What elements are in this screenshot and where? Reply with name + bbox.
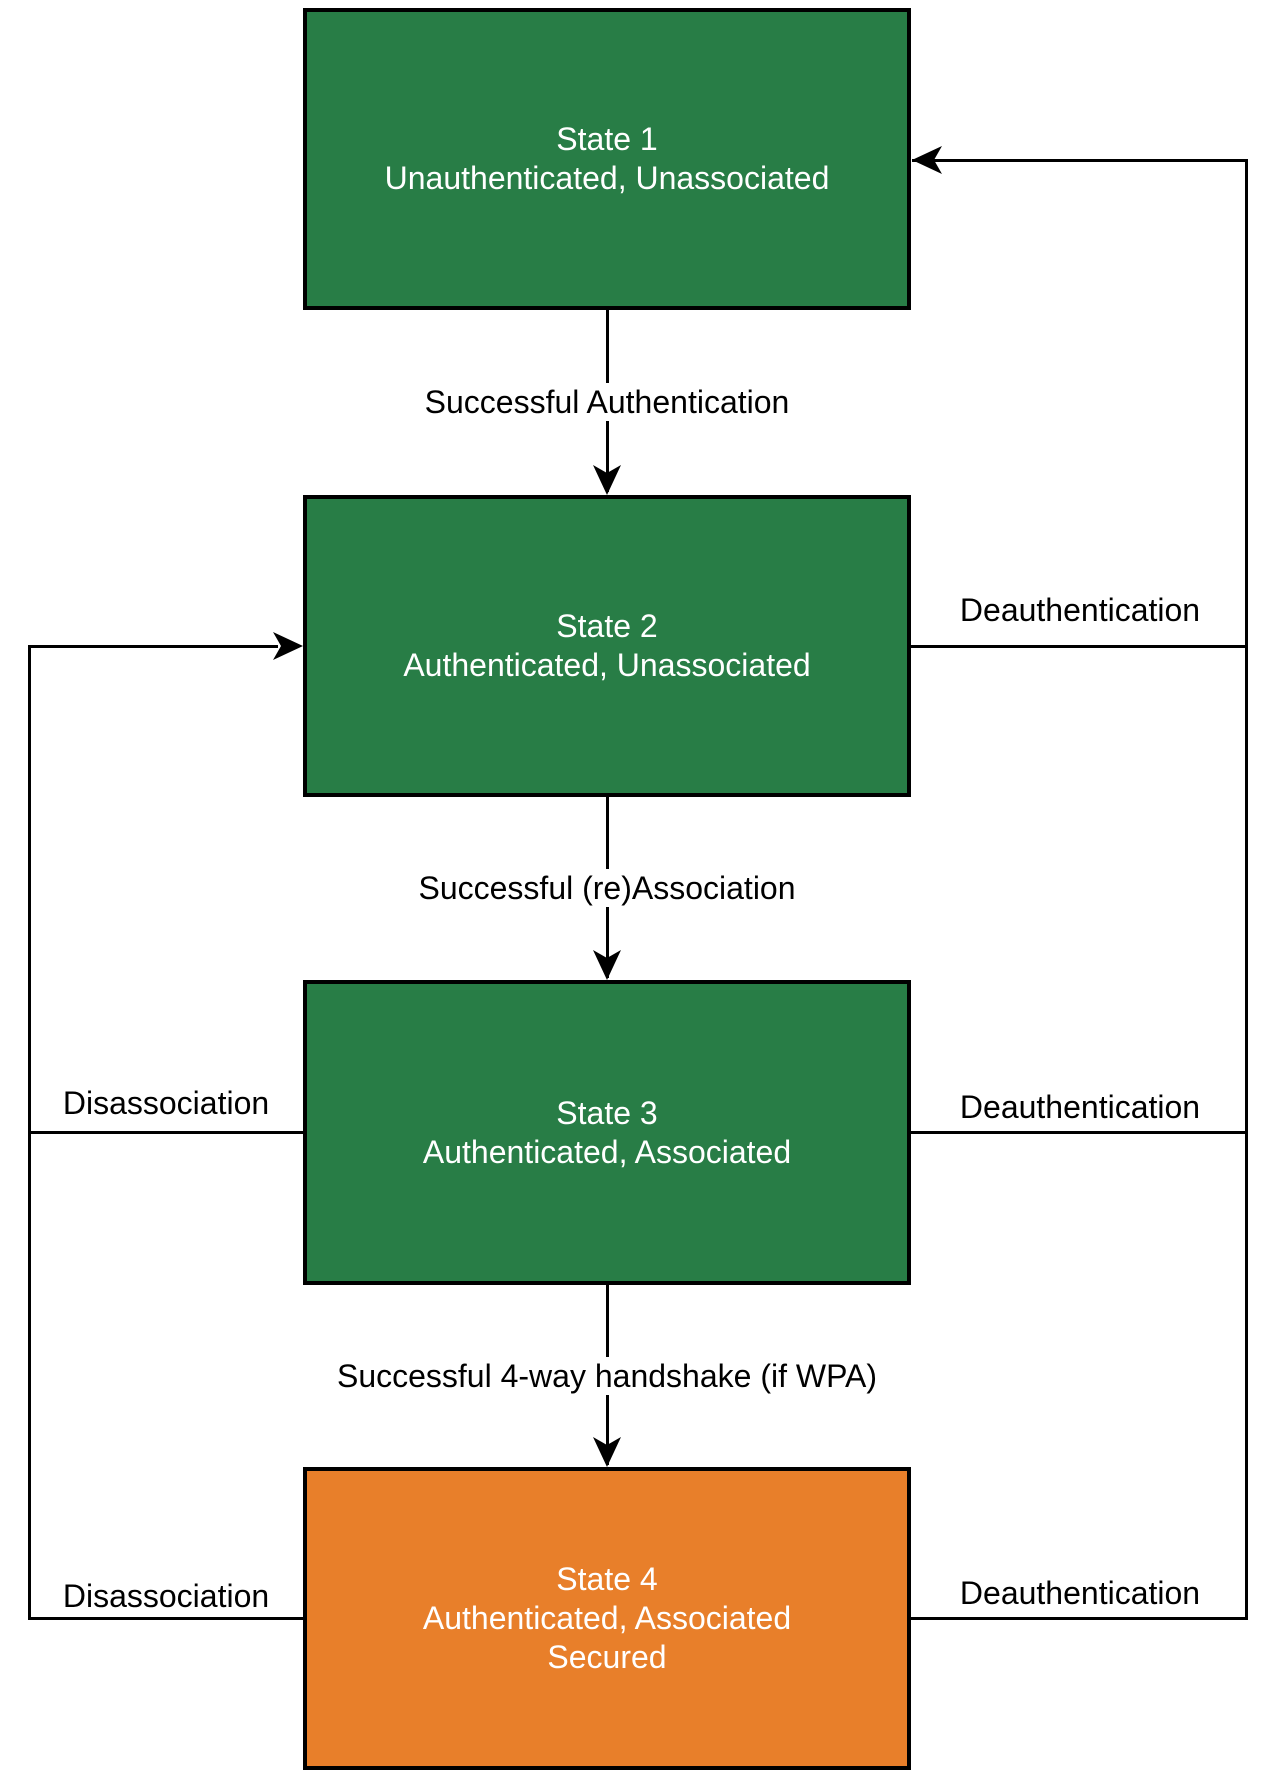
disassociation-into-state2-line [28,645,278,648]
edge-label-disassociation-state3: Disassociation [54,1084,278,1122]
disassociation-from-state4-line [28,1617,305,1620]
state-1-label: State 1 Unauthenticated, Unassociated [384,121,830,196]
arrow-right-into-state2-icon [273,632,303,660]
disassociation-from-state3-line [28,1131,305,1134]
state-4-box: State 4 Authenticated, Associated Secure… [303,1467,911,1770]
arrow-left-into-state1-icon [912,146,942,174]
edge-label-successful-reassociation: Successful (re)Association [410,869,804,907]
state-3-label: State 3 Authenticated, Associated [422,1094,792,1170]
deauthentication-into-state1-line [912,159,1248,162]
arrow-down-into-state2-icon [593,465,621,495]
edge-label-deauthentication-state2: Deauthentication [951,591,1209,629]
edge-label-deauthentication-state3: Deauthentication [951,1088,1209,1126]
state-4-label: State 4 Authenticated, Associated Secure… [422,1561,792,1675]
arrow-down-into-state4-icon [593,1437,621,1467]
state-1-box: State 1 Unauthenticated, Unassociated [303,8,911,310]
edge-label-successful-authentication: Successful Authentication [416,383,798,421]
deauthentication-from-state3-line [911,1131,1248,1134]
state-3-box: State 3 Authenticated, Associated [303,980,911,1285]
edge-label-disassociation-state4: Disassociation [54,1577,278,1615]
deauthentication-from-state2-line [911,645,1248,648]
deauthentication-rail-line [1245,159,1248,1620]
state-2-box: State 2 Authenticated, Unassociated [303,495,911,797]
state-2-label: State 2 Authenticated, Unassociated [403,608,811,683]
deauthentication-from-state4-line [911,1617,1248,1620]
edge-label-deauthentication-state4: Deauthentication [951,1574,1209,1612]
edge-label-successful-handshake: Successful 4-way handshake (if WPA) [328,1357,886,1395]
arrow-down-into-state3-icon [593,950,621,980]
